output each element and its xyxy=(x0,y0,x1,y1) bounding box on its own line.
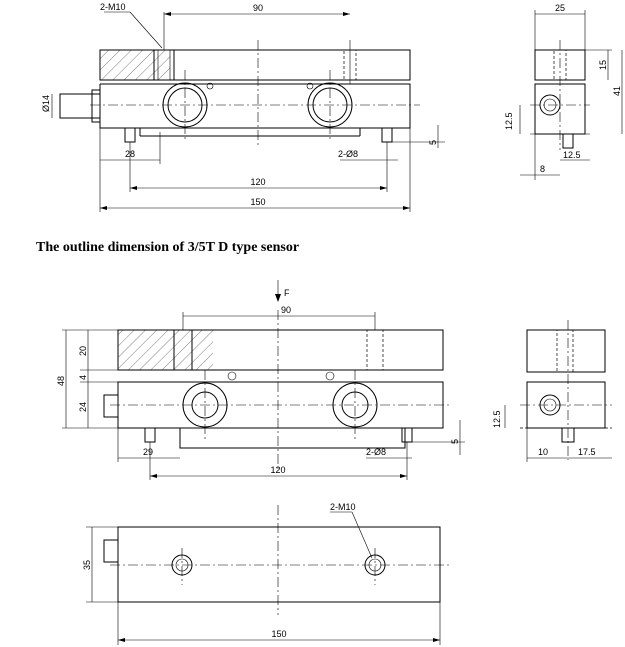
bottom-thread-label: 2-M10 xyxy=(330,502,356,512)
mid-dim-90: 90 xyxy=(281,305,291,315)
mid-dim-120: 120 xyxy=(270,465,285,475)
side-dim-8: 8 xyxy=(540,164,545,174)
middle-side-view: 12.5 10 17.5 xyxy=(492,320,612,462)
side-dim-25: 25 xyxy=(555,3,565,13)
top-dim-pins: 2-Ø8 xyxy=(338,149,358,159)
side-dim-15: 15 xyxy=(598,60,608,70)
side-dim-12-5-v: 12.5 xyxy=(504,112,514,130)
top-dim-90: 90 xyxy=(253,3,263,13)
figure-caption: The outline dimension of 3/5T D type sen… xyxy=(36,240,300,255)
bottom-dim-35: 35 xyxy=(82,560,92,570)
top-side-view: 25 15 41 12.5 12.5 8 xyxy=(504,3,623,180)
mid-side-dim-10: 10 xyxy=(538,447,548,457)
mid-dim-20: 20 xyxy=(78,346,88,356)
bottom-dim-150: 150 xyxy=(271,629,286,639)
mid-dim-48: 48 xyxy=(56,376,66,386)
mid-dim-4: 4 xyxy=(78,375,88,380)
mid-dim-24: 24 xyxy=(78,402,88,412)
top-front-view: 90 2-M10 Ø14 28 2-Ø8 5 120 150 xyxy=(41,2,445,212)
top-dim-14: Ø14 xyxy=(41,95,51,112)
side-dim-41: 41 xyxy=(612,86,622,96)
top-dim-120: 120 xyxy=(250,177,265,187)
mid-side-dim-12-5: 12.5 xyxy=(492,410,502,428)
mid-side-dim-17-5: 17.5 xyxy=(578,447,596,457)
force-label: F xyxy=(284,288,290,298)
mid-dim-pins: 2-Ø8 xyxy=(366,447,386,457)
top-dim-150: 150 xyxy=(250,197,265,207)
top-thread-label: 2-M10 xyxy=(100,2,126,12)
mid-dim-29: 29 xyxy=(143,447,153,457)
mid-dim-5: 5 xyxy=(450,439,460,444)
middle-front-view: F 90 20 xyxy=(56,280,465,480)
side-dim-12-5-h: 12.5 xyxy=(563,150,581,160)
bottom-plan-view: 2-M10 35 150 xyxy=(82,502,450,645)
top-dim-5: 5 xyxy=(428,140,438,145)
